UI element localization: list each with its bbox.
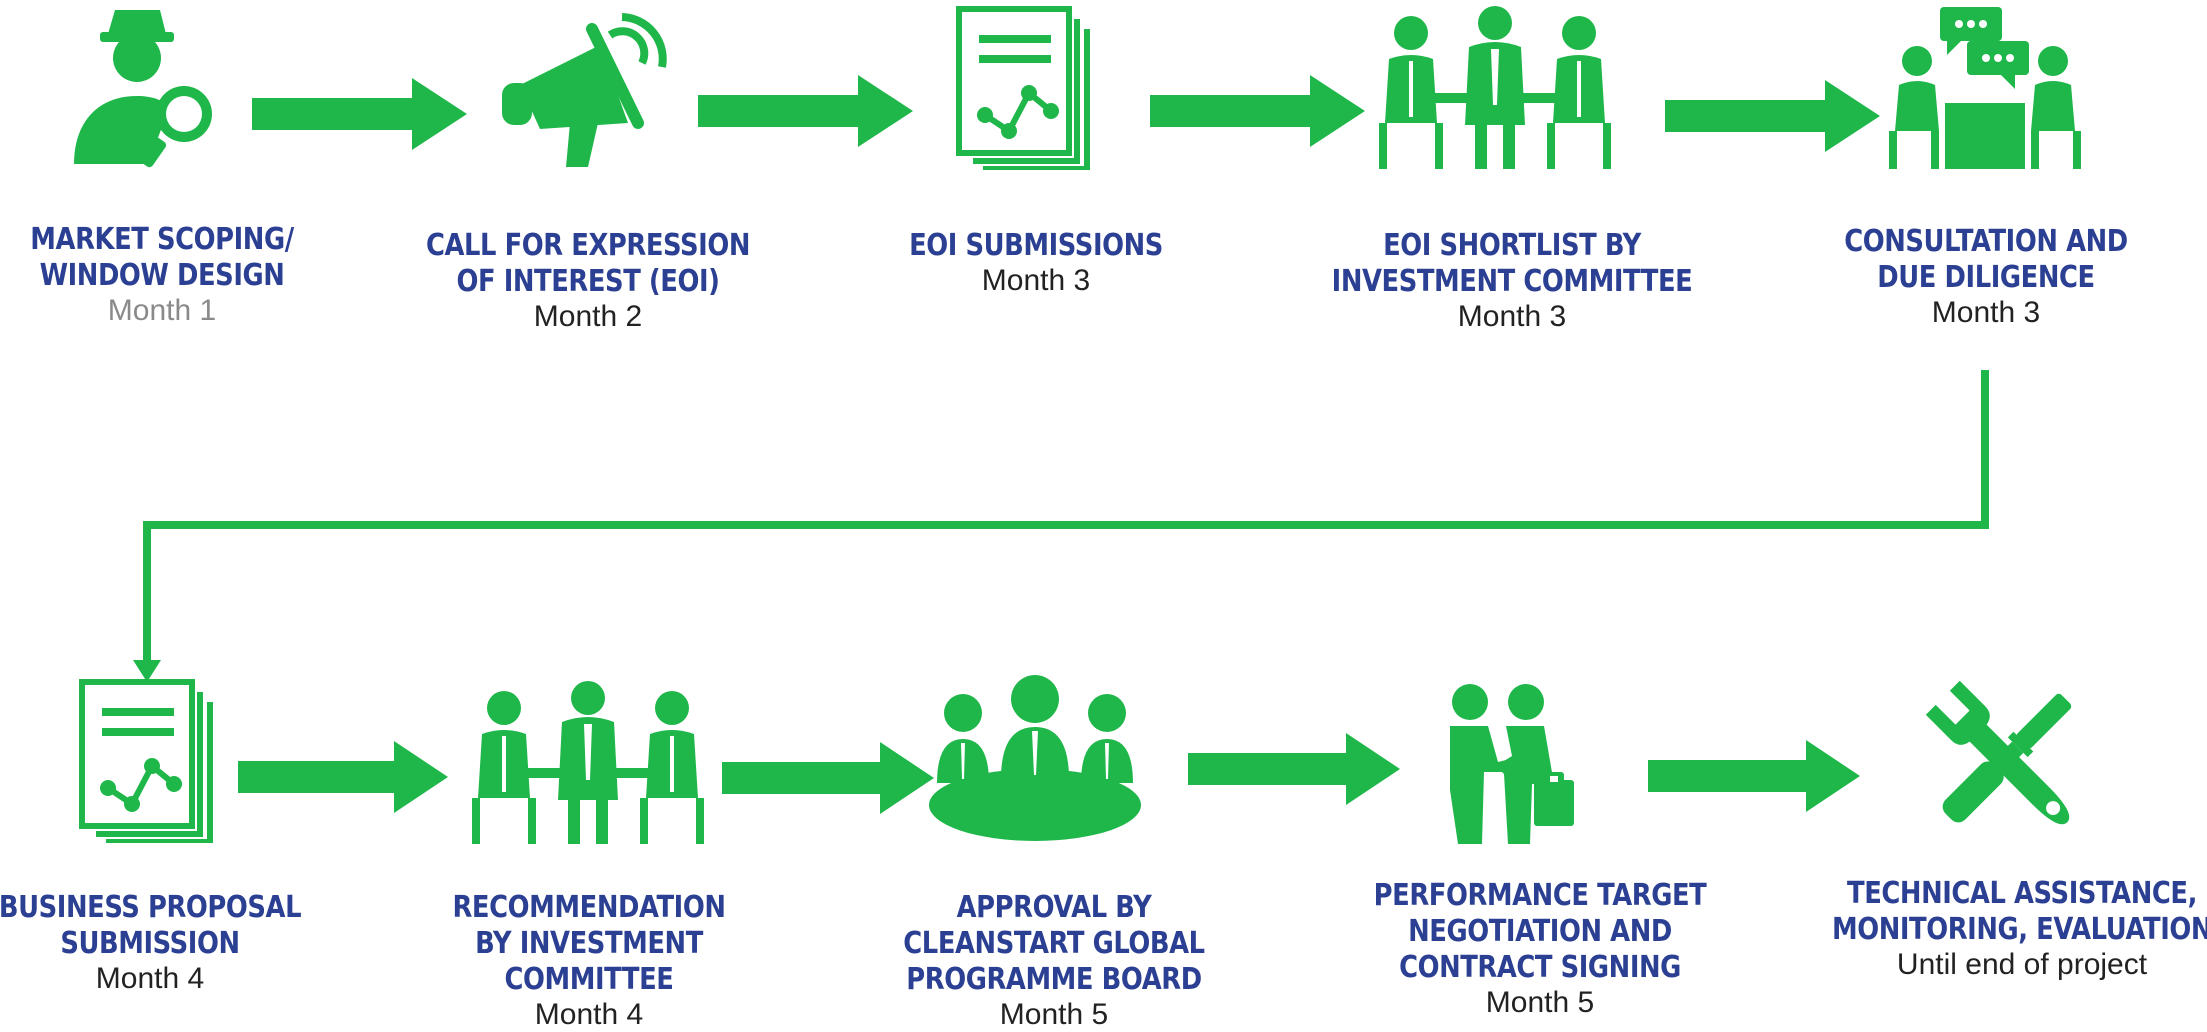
- step-month: Month 4: [534, 998, 644, 1031]
- megaphone-icon: [500, 5, 675, 170]
- step-title-line: CLEANSTART GLOBAL: [903, 926, 1205, 961]
- consultation-chat-icon: [1885, 5, 2085, 170]
- connector-arrowhead: [133, 660, 161, 682]
- board-table-icon: [925, 675, 1145, 845]
- step-title-line: TECHNICAL ASSISTANCE,: [1847, 876, 2197, 911]
- step-title-line: EOI SHORTLIST BY: [1383, 228, 1641, 263]
- step-title-line: MONITORING, EVALUATION: [1831, 912, 2207, 947]
- step-month: Month 5: [1485, 986, 1595, 1019]
- step-title-line: SUBMISSION: [60, 926, 240, 961]
- step-title-line: CALL FOR EXPRESSION: [425, 228, 751, 263]
- step-title-line: PERFORMANCE TARGET: [1373, 878, 1707, 913]
- flow-arrow: [698, 75, 913, 147]
- step-month: Month 1: [107, 294, 217, 327]
- step-label: APPROVAL BY CLEANSTART GLOBAL PROGRAMME …: [879, 890, 1229, 1032]
- step-label: CALL FOR EXPRESSION OF INTEREST (EOI) Mo…: [400, 228, 777, 334]
- handshake-icon: [1438, 680, 1578, 845]
- flow-arrow: [1188, 733, 1400, 805]
- step-title-line: MARKET SCOPING/: [30, 222, 294, 257]
- document-chart-icon: [78, 678, 228, 843]
- flow-arrow: [1648, 740, 1860, 812]
- step-title-line: CONTRACT SIGNING: [1399, 950, 1681, 985]
- step-month: Month 2: [533, 300, 643, 333]
- flow-arrow: [1665, 80, 1880, 152]
- flow-arrow: [238, 741, 448, 813]
- step-label: PERFORMANCE TARGET NEGOTIATION AND CONTR…: [1347, 878, 1734, 1020]
- committee-meeting-icon: [468, 680, 708, 845]
- wrench-screwdriver-icon: [1925, 678, 2085, 843]
- step-title-line: NEGOTIATION AND: [1408, 914, 1672, 949]
- committee-meeting-icon: [1375, 5, 1615, 170]
- flow-arrow: [1150, 75, 1365, 147]
- step-title-line: BUSINESS PROPOSAL: [0, 890, 302, 925]
- step-month: Until end of project: [1896, 948, 2148, 981]
- step-label: CONSULTATION AND DUE DILIGENCE Month 3: [1821, 224, 2151, 330]
- step-label: MARKET SCOPING/ WINDOW DESIGN Month 1: [9, 222, 315, 328]
- flow-arrow: [722, 742, 934, 814]
- step-label: EOI SHORTLIST BY INVESTMENT COMMITTEE Mo…: [1302, 228, 1721, 334]
- step-title-line: APPROVAL BY: [956, 890, 1152, 925]
- step-month: Month 4: [95, 962, 205, 995]
- step-label: TECHNICAL ASSISTANCE, MONITORING, EVALUA…: [1801, 876, 2207, 982]
- step-title-line: COMMITTEE: [504, 962, 674, 997]
- step-label: BUSINESS PROPOSAL SUBMISSION Month 4: [0, 890, 326, 996]
- step-title-line: WINDOW DESIGN: [39, 258, 285, 293]
- step-title-line: PROGRAMME BOARD: [906, 962, 1202, 997]
- step-title-line: INVESTMENT COMMITTEE: [1331, 264, 1693, 299]
- step-title-line: DUE DILIGENCE: [1877, 260, 2095, 295]
- step-title-line: EOI SUBMISSIONS: [909, 228, 1163, 263]
- step-month: Month 3: [1931, 296, 2041, 329]
- step-title-line: OF INTEREST (EOI): [456, 264, 720, 299]
- flow-arrow: [252, 78, 467, 150]
- step-title-line: RECOMMENDATION: [452, 890, 726, 925]
- step-month: Month 3: [1457, 300, 1567, 333]
- step-month: Month 3: [981, 264, 1091, 297]
- step-title-line: BY INVESTMENT: [475, 926, 703, 961]
- detective-magnifier-icon: [70, 10, 230, 170]
- document-chart-icon: [955, 5, 1105, 170]
- step-label: RECOMMENDATION BY INVESTMENT COMMITTEE M…: [430, 890, 747, 1032]
- step-month: Month 5: [999, 998, 1109, 1031]
- step-label: EOI SUBMISSIONS Month 3: [888, 228, 1183, 298]
- step-title-line: CONSULTATION AND: [1844, 224, 2128, 259]
